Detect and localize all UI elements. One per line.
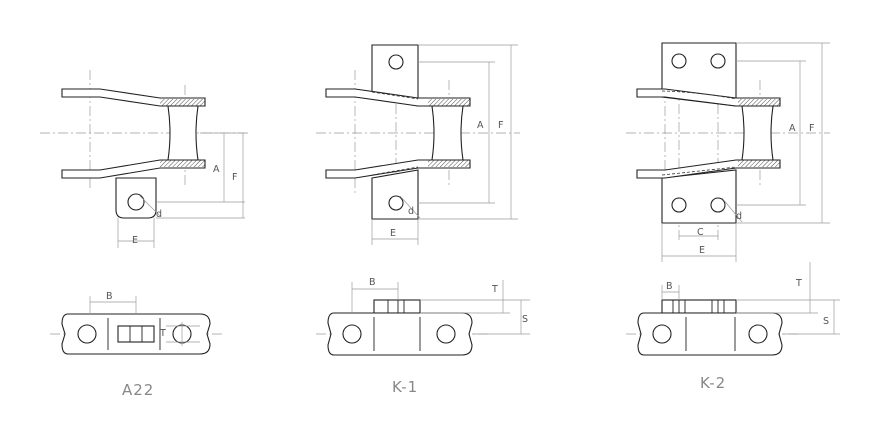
dim-label-b: B (369, 277, 376, 288)
k1-side-view: B T S (316, 277, 530, 356)
dim-label-a: A (477, 120, 484, 131)
dim-label-e: E (390, 228, 396, 239)
dim-label-t: T (795, 278, 802, 289)
dim-label-f: F (232, 172, 237, 183)
dim-label-f: F (809, 123, 814, 134)
dim-label-a: A (789, 123, 796, 134)
caption-k1: K-1 (392, 378, 418, 396)
a22-side-view: B T (50, 291, 222, 355)
dim-label-t: T (491, 284, 498, 295)
a22-top-view: A F E d (40, 70, 250, 248)
dim-label-d: d (156, 209, 162, 220)
caption-a22: A22 (122, 381, 154, 399)
dim-label-b: B (666, 281, 673, 292)
dim-label-a: A (213, 164, 220, 175)
k2-side-view: B T S (626, 262, 840, 356)
dim-label-f: F (498, 120, 503, 131)
caption-k2: K-2 (700, 374, 726, 392)
dim-label-c: C (697, 227, 704, 238)
dim-label-e: E (132, 235, 138, 246)
dim-label-d: d (736, 211, 742, 222)
dim-label-e: E (699, 245, 705, 256)
dim-label-d: d (408, 206, 414, 217)
dim-label-s: S (823, 316, 829, 327)
k2-top-view: A F C E d (626, 42, 830, 262)
dim-label-s: S (522, 314, 528, 325)
dim-label-t: T (159, 328, 166, 339)
dim-label-b: B (106, 291, 113, 302)
k1-top-view: A F E d (316, 44, 520, 245)
